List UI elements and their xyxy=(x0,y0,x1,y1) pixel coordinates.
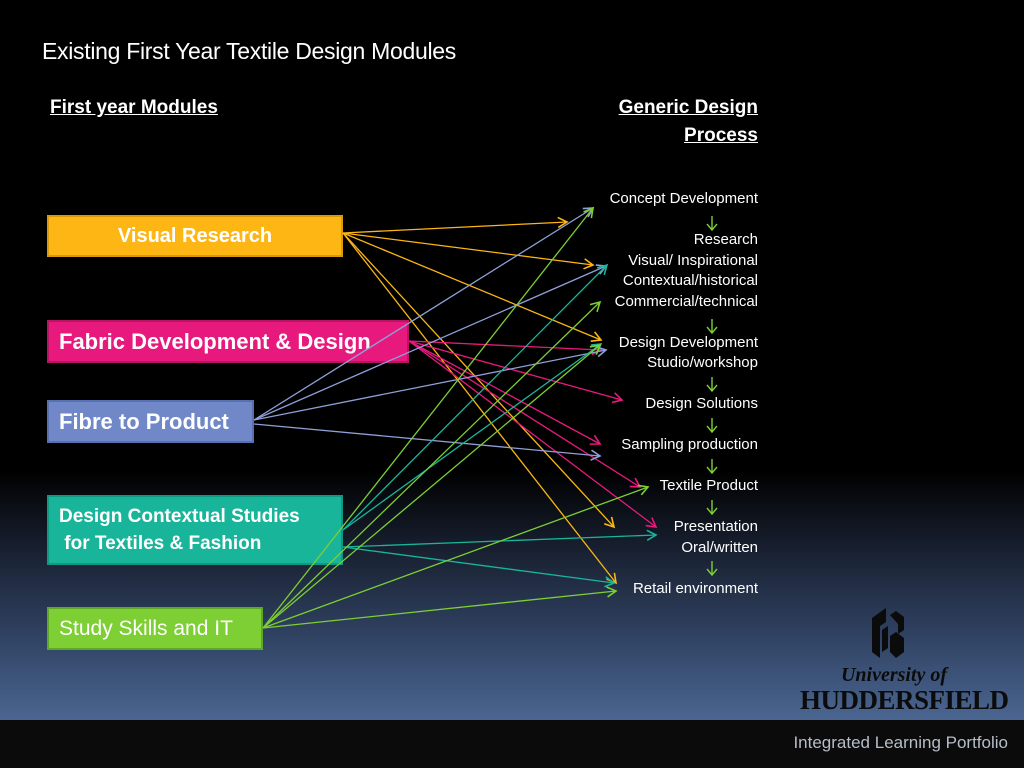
vr-to-presentation xyxy=(342,232,616,529)
dc-to-retail xyxy=(342,546,616,588)
design-contextual-connectors xyxy=(342,263,658,588)
vr-to-research xyxy=(342,232,595,270)
study-skills-connectors xyxy=(262,206,650,629)
first-year-modules-heading: First year Modules xyxy=(50,97,218,118)
logo-huddersfield: HUDDERSFIELD xyxy=(800,685,1009,715)
fd-to-presentation xyxy=(408,340,658,528)
step-concept-development: Concept Development xyxy=(609,190,758,207)
logo-university-of: University of xyxy=(840,664,948,686)
step-arrow-2 xyxy=(706,319,718,335)
module-fabric-development-label: Fabric Development & Design xyxy=(59,328,371,354)
step-arrow-5 xyxy=(706,459,718,475)
module-design-contextual-label-line1: Design Contextual Studies xyxy=(59,506,300,527)
fp-to-visual xyxy=(253,264,608,421)
step-arrow-1 xyxy=(706,216,718,232)
ss-to-concept xyxy=(262,206,595,629)
step-sampling-production: Sampling production xyxy=(621,436,758,453)
step-visual-inspirational: Visual/ Inspirational xyxy=(628,251,758,269)
fd-to-design-solutions xyxy=(408,340,624,404)
step-retail-environment: Retail environment xyxy=(632,579,758,597)
ss-to-textile-product xyxy=(262,484,650,629)
step-contextual-historical: Contextual/historical xyxy=(622,272,758,289)
step-arrow-4 xyxy=(706,418,718,434)
step-design-solutions: Design Solutions xyxy=(645,395,758,412)
fabric-development-connectors xyxy=(408,340,658,528)
fd-to-design-development xyxy=(408,340,603,356)
step-oral-written: Oral/written xyxy=(681,538,758,556)
step-textile-product: Textile Product xyxy=(659,477,758,494)
step-commercial-technical: Commercial/technical xyxy=(614,292,758,310)
module-visual-research: Visual Research xyxy=(47,215,343,257)
step-arrow-7 xyxy=(706,561,718,577)
fp-to-sampling xyxy=(253,423,602,461)
page-title: Existing First Year Textile Design Modul… xyxy=(42,38,456,64)
visual-research-connectors xyxy=(342,216,618,585)
module-fibre-to-product-label: Fibre to Product xyxy=(59,408,229,434)
dc-to-design-development xyxy=(342,343,603,531)
module-design-contextual-label-line2: for Textiles & Fashion xyxy=(59,533,262,554)
step-presentation: Presentation xyxy=(673,518,758,535)
vr-to-concept xyxy=(342,216,569,234)
ss-to-retail xyxy=(262,586,618,629)
generic-design-heading-line1: Generic Design xyxy=(618,97,758,118)
module-study-skills: Study Skills and IT xyxy=(47,607,263,650)
module-fabric-development: Fabric Development & Design xyxy=(47,320,409,363)
fd-to-sampling xyxy=(408,340,602,445)
module-visual-research-label: Visual Research xyxy=(117,224,273,247)
dc-to-visual xyxy=(342,263,609,531)
ss-to-design-development xyxy=(262,343,602,629)
generic-design-heading-line2: Process xyxy=(684,125,758,146)
step-research: Research xyxy=(693,231,758,248)
module-design-contextual-studies: Design Contextual Studies for Textiles &… xyxy=(47,495,343,565)
step-arrow-3 xyxy=(706,377,718,393)
process-step-arrows xyxy=(706,216,718,577)
generic-design-process-heading: Generic Design Process xyxy=(560,94,758,150)
step-design-development: Design Development xyxy=(618,333,758,351)
step-studio-workshop: Studio/workshop xyxy=(647,354,758,371)
step-arrow-6 xyxy=(706,500,718,516)
vr-to-retail xyxy=(342,232,618,585)
university-logo-text: University of HUDDERSFIELD xyxy=(800,664,1009,715)
fp-to-concept xyxy=(253,207,595,421)
fd-to-textile-product xyxy=(408,340,642,488)
ss-to-commercial xyxy=(262,300,602,629)
vr-to-design-development xyxy=(342,232,603,342)
fibre-to-product-connectors xyxy=(253,207,608,461)
fp-to-design-development xyxy=(253,346,608,421)
footer-bar xyxy=(0,720,1024,768)
module-study-skills-label: Study Skills and IT xyxy=(59,616,233,640)
module-fibre-to-product: Fibre to Product xyxy=(47,400,254,443)
footer-text: Integrated Learning Portfolio xyxy=(793,733,1008,752)
